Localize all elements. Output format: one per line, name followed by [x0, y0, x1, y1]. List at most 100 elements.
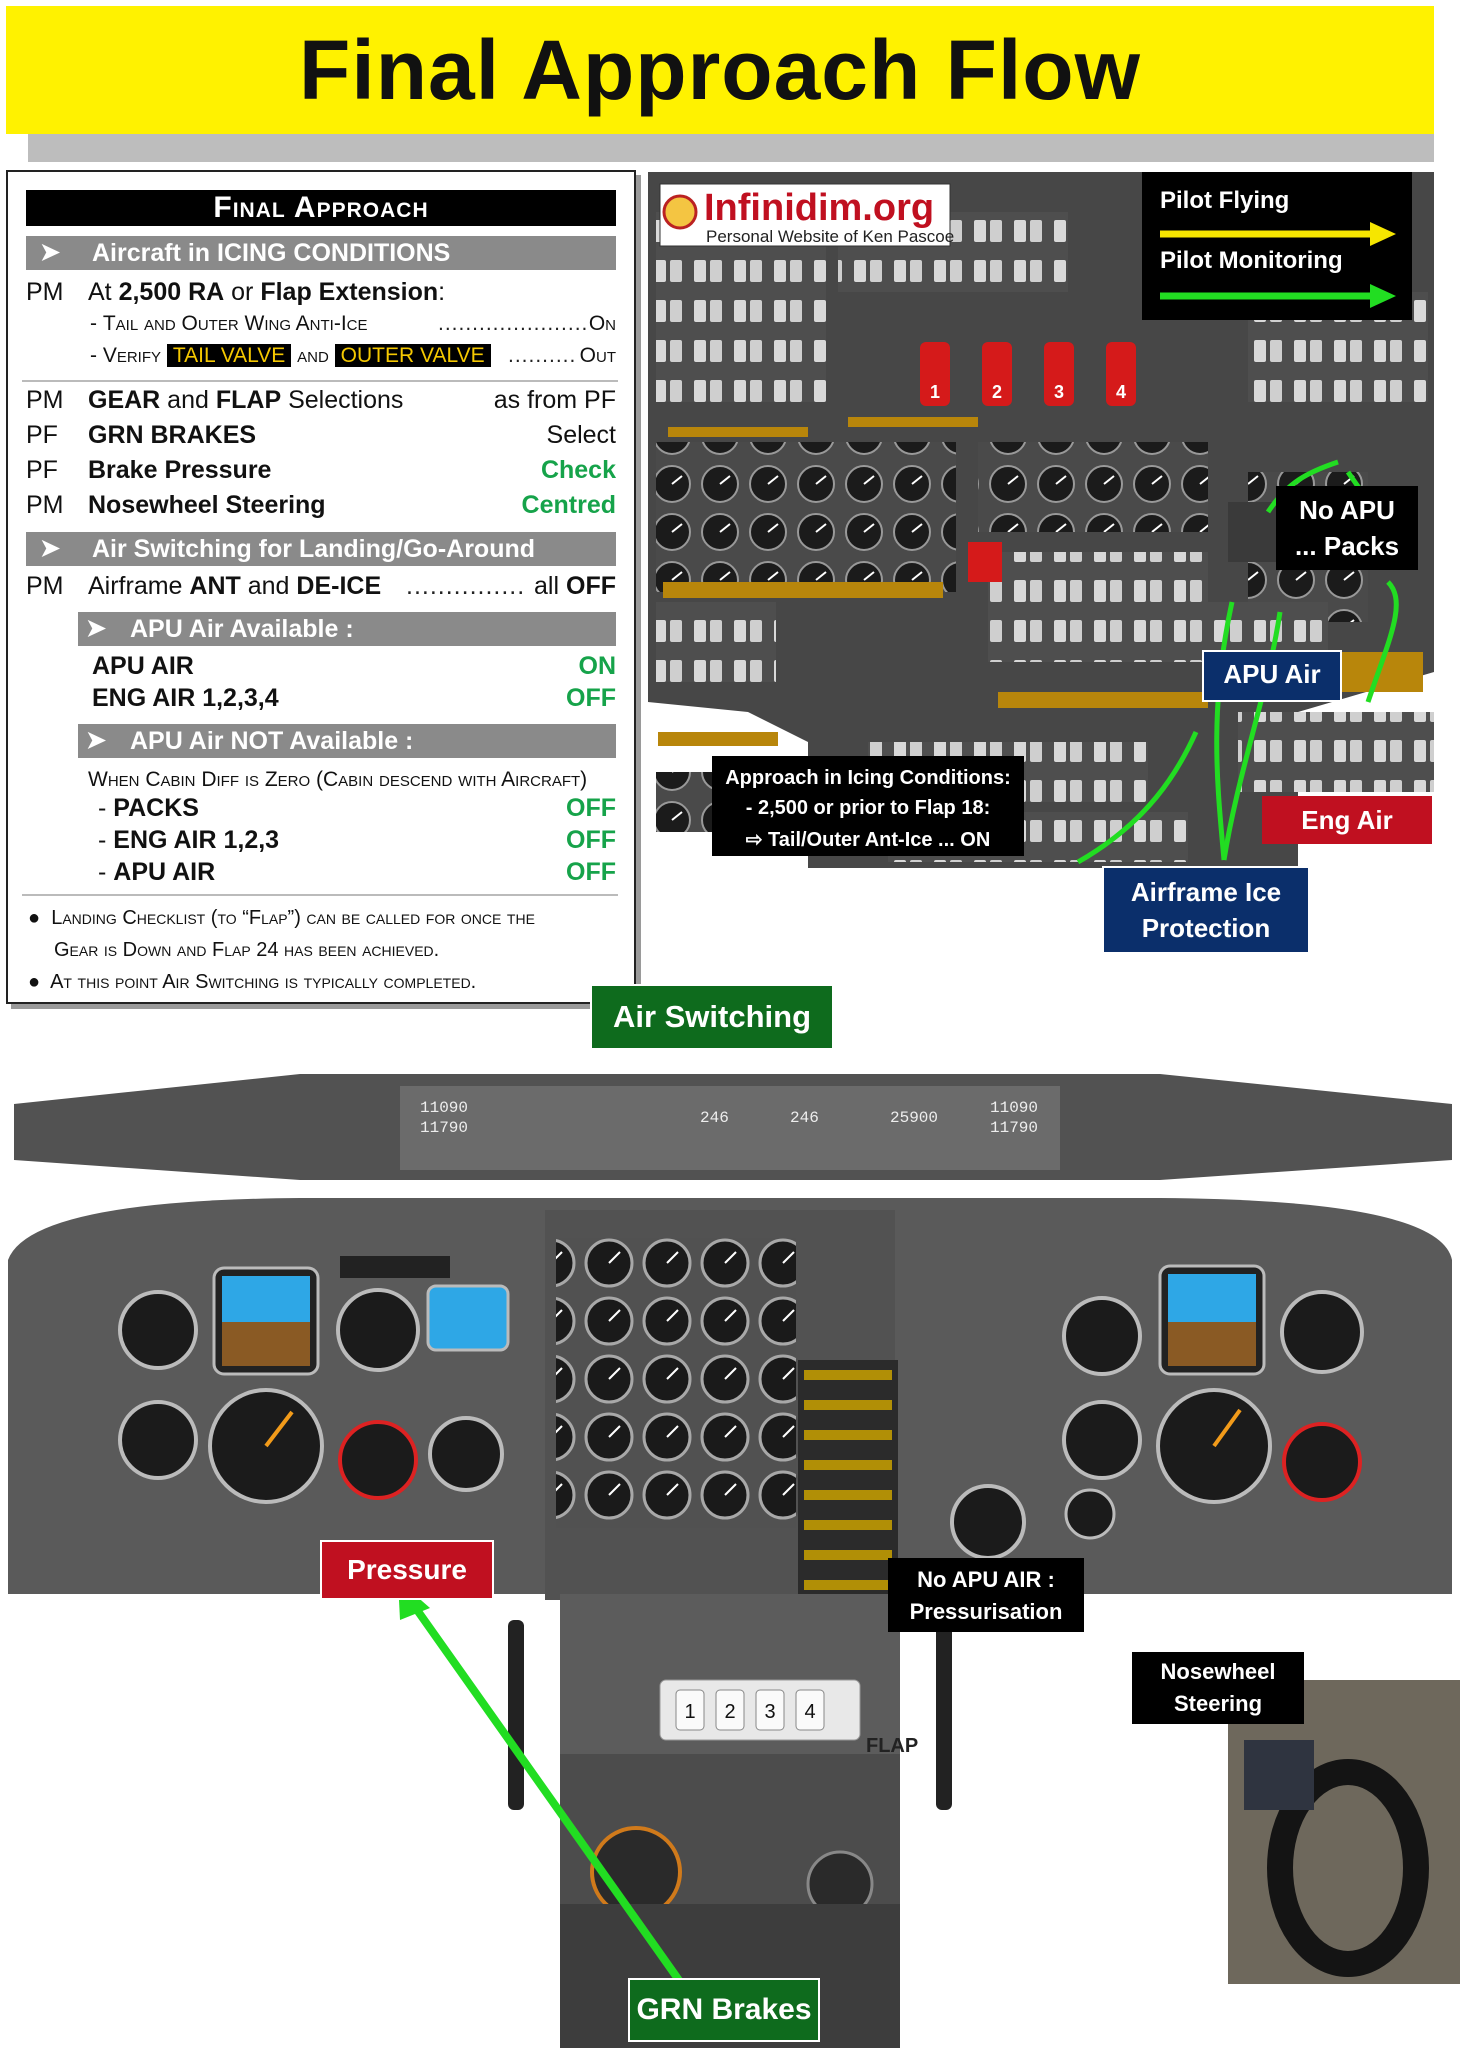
divider [22, 894, 618, 896]
checklist-item-row: PF Brake Pressure Check [8, 456, 634, 488]
logo-subtitle: Personal Website of Ken Pascoe [706, 227, 954, 246]
checklist-item-text: Nosewheel Steering [88, 491, 326, 519]
checklist-heading: Final Approach [26, 190, 616, 226]
outer-valve-tag: OUTER VALVE [334, 344, 491, 367]
role-label: PM [26, 278, 64, 306]
role-label: PF [26, 456, 58, 484]
cabin-diff-note: When Cabin Diff is Zero (Cabin descend w… [88, 768, 588, 791]
apu-available-rows: APU AIR ON ENG AIR 1,2,3,4 OFF [8, 652, 634, 720]
flap-lever-label: FLAP [866, 1735, 918, 1757]
icing-box-line3: ⇨ Tail/Outer Ant-Ice ... ON [746, 829, 991, 851]
icing-sub2-value: Out [579, 344, 616, 367]
logo-mascot-icon [662, 194, 698, 230]
section-arrow-icon: ➤ [40, 535, 61, 562]
glareshield-readout: 25900 [890, 1109, 938, 1127]
note-item-cont: Gear is Down and Flap 24 has been achiev… [54, 939, 440, 961]
role-label: PM [26, 572, 64, 600]
section-arrow-icon: ➤ [40, 239, 61, 266]
fuel-gauges [656, 442, 956, 592]
apu-row-item: - APU AIR [98, 858, 216, 886]
apu-row: APU AIR ON [8, 652, 634, 682]
apu-row-value: OFF [566, 826, 616, 854]
fire-handle[interactable] [920, 342, 950, 406]
apu-row-item: - PACKS [98, 794, 199, 822]
glareshield-readout: 11790 [990, 1119, 1038, 1137]
tail-valve-tag: TAIL VALVE [166, 344, 292, 367]
thrust-lever[interactable] [755, 1689, 785, 1731]
apu-row: - PACKS OFF [8, 794, 634, 824]
thrust-lever[interactable] [675, 1689, 705, 1731]
apu-row-item: APU AIR [92, 652, 194, 680]
checklist-item-value: Select [546, 421, 616, 449]
apu-row: ENG AIR 1,2,3,4 OFF [8, 684, 634, 714]
title-banner-shadow [28, 134, 1434, 162]
thrust-lever-number: 1 [684, 1701, 695, 1723]
engine-switches [988, 552, 1208, 662]
section-icing-conditions: ➤ Aircraft in ICING CONDITIONS [26, 236, 616, 270]
icing-main-text: At 2,500 RA or Flap Extension: [88, 278, 446, 306]
apu-row-value: OFF [566, 684, 616, 712]
apu-row-item: ENG AIR 1,2,3,4 [92, 684, 279, 712]
glareshield-readout: 246 [790, 1109, 819, 1127]
airframe-anti-ice-row: PM Airframe ANT and DE-ICE .............… [26, 572, 616, 600]
icing-box-line1: Approach in Icing Conditions: [725, 767, 1011, 789]
verify-label: Verify [102, 344, 162, 367]
apu-row-item: - ENG AIR 1,2,3 [98, 826, 280, 854]
airframe-anti-ice-text: Airframe ANT and DE-ICE [88, 572, 382, 600]
fire-handle[interactable] [1044, 342, 1074, 406]
fire-handle-number: 2 [992, 382, 1002, 402]
checklist-item-text: GEAR and FLAP Selections [88, 386, 404, 414]
fire-handle-number: 4 [1116, 382, 1126, 402]
icing-sub-row-2: - Verify TAIL VALVE and OUTER VALVE ....… [90, 344, 616, 367]
icing-conditions-box [712, 756, 1024, 856]
checklist-item-value: Check [540, 456, 616, 484]
glareshield-readout: 246 [700, 1109, 729, 1127]
fire-handle[interactable] [1106, 342, 1136, 406]
and-label: and [297, 344, 329, 367]
apu-row-value: OFF [566, 794, 616, 822]
checklist-item-value: as from PF [493, 386, 616, 414]
logo-box [659, 183, 951, 247]
fire-handle[interactable] [982, 342, 1012, 406]
thrust-lever-number: 3 [764, 1701, 775, 1723]
thrust-lever[interactable] [795, 1689, 825, 1731]
brakes-to-pressure-arrow [406, 1597, 704, 2013]
apu-row-value: OFF [566, 858, 616, 886]
icing-sub-row-1: - Tail and Outer Wing Anti-Ice .........… [90, 312, 616, 335]
nosewheel-tiller-photo [1228, 1680, 1460, 1984]
divider [22, 380, 618, 382]
thrust-lever-number: 4 [804, 1701, 815, 1723]
icing-sub1-value: On [588, 312, 616, 335]
note-item: ● At this point Air Switching is typical… [28, 971, 477, 993]
title-banner [6, 6, 1434, 134]
legend-pilot-flying: Pilot Flying [1160, 187, 1289, 214]
thrust-lever[interactable] [715, 1689, 745, 1731]
glareshield-readout: 11090 [420, 1099, 468, 1117]
checklist-item-text: Brake Pressure [88, 456, 272, 484]
checklist-item-text: GRN BRAKES [88, 421, 257, 449]
grn-brakes-label: GRN Brakes [628, 1978, 820, 2042]
glareshield-readout: 11790 [420, 1119, 468, 1137]
engine-instruments [556, 1238, 796, 1528]
no-apu-packs-label: No APU... Packs [1276, 486, 1418, 570]
captain-yoke [508, 1620, 524, 1810]
no-apu-air-pressurisation-label: No APU AIR :Pressurisation [888, 1558, 1084, 1632]
note-item: ● Landing Checklist (to “Flap”) can be c… [28, 907, 535, 929]
final-approach-checklist: Final Approach ➤ Aircraft in ICING CONDI… [6, 170, 636, 1004]
role-label: PM [26, 491, 64, 519]
apu-air-label: APU Air [1202, 650, 1342, 702]
electric-gauges [978, 442, 1208, 532]
apu-row-value: ON [578, 652, 617, 680]
pressure-label: Pressure [320, 1540, 494, 1600]
air-switching-label: Air Switching [590, 984, 834, 1050]
subsection-arrow-icon: ➤ [86, 727, 107, 754]
fo-yoke [936, 1620, 952, 1810]
subsection-apu-not-available: ➤ APU Air NOT Available : [78, 724, 616, 758]
apu-row: - APU AIR OFF [8, 858, 634, 888]
